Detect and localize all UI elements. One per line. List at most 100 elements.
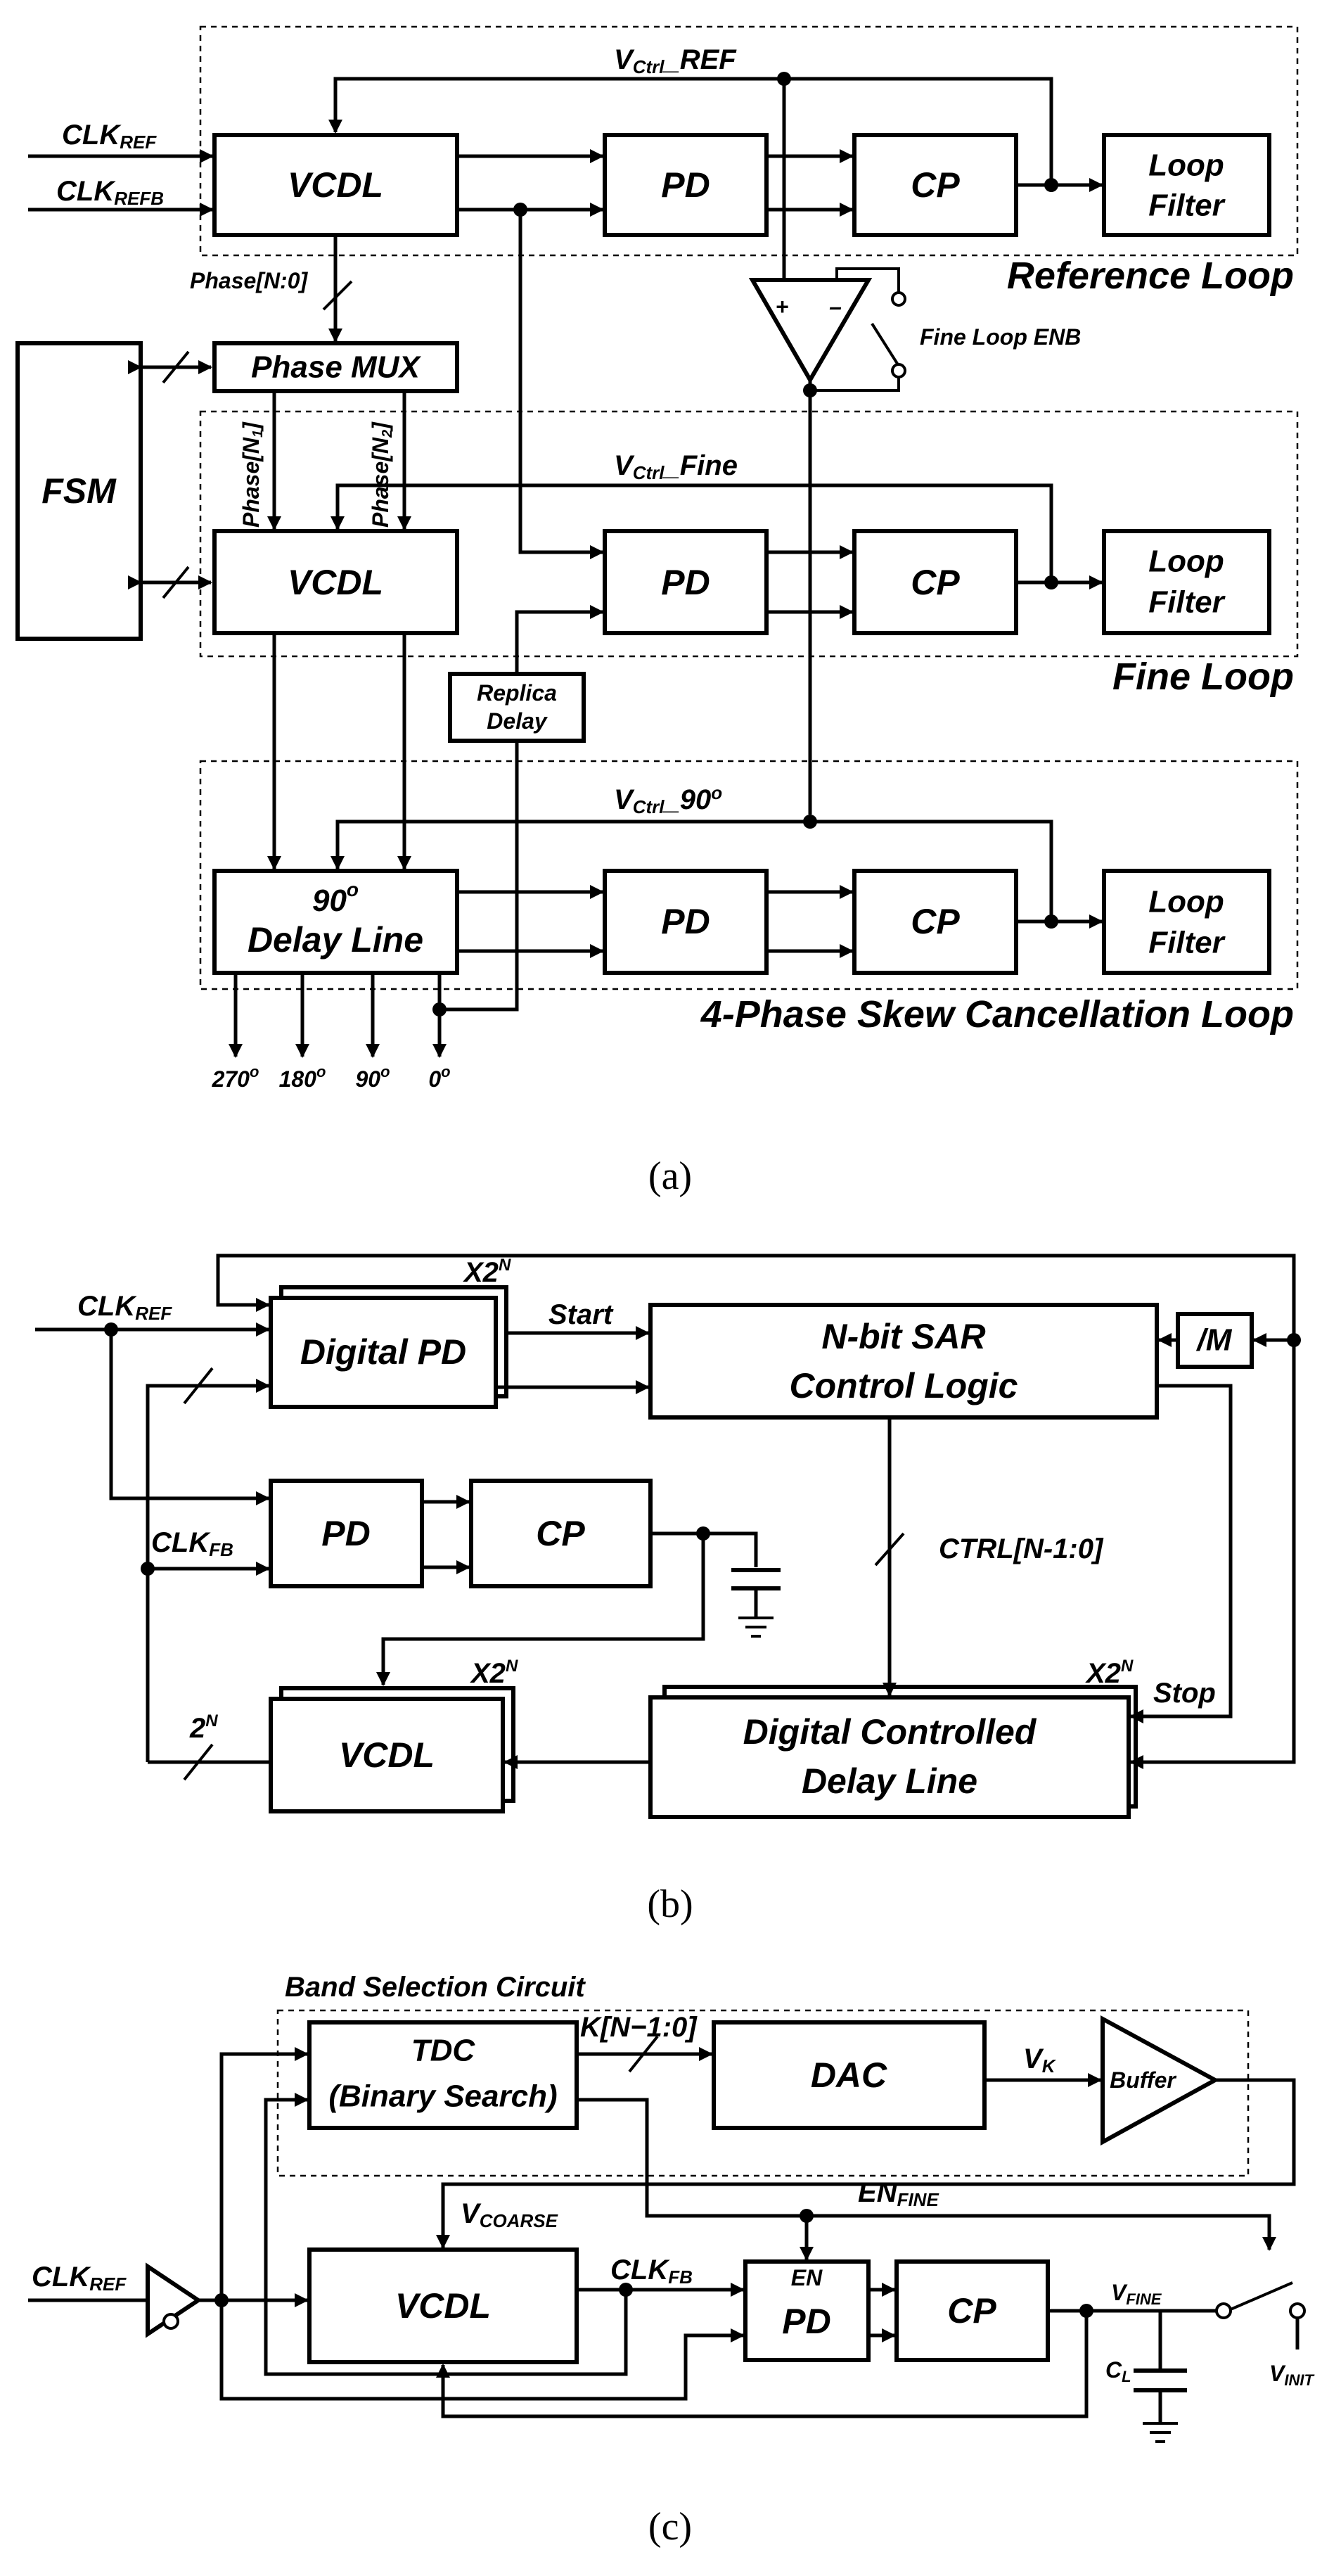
loop-filter-fine-block bbox=[1102, 529, 1271, 635]
pd-c-label: PD bbox=[782, 2302, 830, 2341]
bus-slash bbox=[628, 2035, 659, 2073]
tdc-label-1: TDC bbox=[411, 2034, 476, 2068]
vcdl-b-mult-label: X2N bbox=[470, 1657, 518, 1689]
ref-to-pd-fine-wire bbox=[518, 210, 604, 559]
delay-line-label-2: Delay Line bbox=[248, 920, 423, 959]
panel-a: VCDL PD CP Loop Filter CLKREF CLKREFB VC… bbox=[15, 25, 1299, 1198]
fine-loop-boundary bbox=[199, 410, 1299, 658]
dcdl-label-2: Delay Line bbox=[802, 1761, 977, 1801]
start-label: Start bbox=[548, 1299, 614, 1330]
reference-loop-boundary bbox=[199, 25, 1299, 257]
cp-c-block bbox=[894, 2259, 1050, 2362]
cp-skew-label: CP bbox=[911, 902, 960, 941]
cap-wire bbox=[703, 1531, 758, 1567]
loop-filter-ref-block bbox=[1102, 133, 1271, 237]
switch-terminal bbox=[891, 291, 906, 307]
fine-loop-title: Fine Loop bbox=[1112, 656, 1294, 698]
caption-b: (b) bbox=[647, 1882, 693, 1926]
stop-wire bbox=[1129, 1384, 1233, 1723]
cp-b-label: CP bbox=[536, 1514, 585, 1553]
divider-label: /M bbox=[1196, 1323, 1233, 1358]
clk-ref-c-label: CLKREF bbox=[32, 2262, 127, 2295]
cl-label: CL bbox=[1105, 2357, 1131, 2385]
fine-loop-enb-label: Fine Loop ENB bbox=[920, 324, 1081, 350]
output-270-label: 270o bbox=[212, 1063, 259, 1092]
pd-skew-label: PD bbox=[661, 902, 710, 941]
bus-slash bbox=[322, 280, 353, 311]
vctrl-fine-wire bbox=[331, 483, 1053, 582]
pd-fine-label: PD bbox=[661, 563, 710, 602]
clk-ref-b-label: CLKREF bbox=[77, 1291, 172, 1324]
stop-label: Stop bbox=[1153, 1678, 1216, 1709]
output-0-label: 0o bbox=[428, 1063, 450, 1092]
caption-c: (c) bbox=[648, 2505, 692, 2549]
clk-ref-to-pd-wire bbox=[109, 1330, 270, 1505]
clk-to-tdc-wire bbox=[219, 2047, 309, 2300]
amp-minus-wire bbox=[835, 267, 900, 299]
vcdl-ref-block bbox=[212, 133, 459, 237]
ctrl-bus-label: CTRL[N-1:0] bbox=[939, 1534, 1104, 1564]
tdc-label-2: (Binary Search) bbox=[328, 2079, 557, 2114]
amplifier-triangle bbox=[748, 278, 873, 384]
bus-slash bbox=[183, 1743, 214, 1781]
vk-label: VK bbox=[1023, 2043, 1057, 2077]
switch-terminal bbox=[1215, 2302, 1232, 2319]
bus-slash bbox=[183, 1367, 214, 1405]
pd-b-block bbox=[269, 1479, 424, 1588]
vcdl-b-block bbox=[269, 1697, 505, 1813]
vcdl-c-label: VCDL bbox=[395, 2286, 491, 2326]
vcdl-fine-block bbox=[212, 529, 459, 635]
replica-delay-label-2: Delay bbox=[487, 708, 548, 734]
vcdl-ref-label: VCDL bbox=[288, 165, 383, 205]
clk-refb-label: CLKREFB bbox=[56, 176, 164, 209]
digital-pd-label: Digital PD bbox=[300, 1332, 466, 1372]
dcdl-mult-label: X2N bbox=[1085, 1657, 1134, 1689]
loop-filter-fine-label-1: Loop bbox=[1148, 544, 1224, 579]
digital-pd-mult-label: X2N bbox=[463, 1256, 511, 1288]
bus-slash bbox=[162, 350, 190, 384]
fsm-label: FSM bbox=[41, 471, 117, 511]
amp-minus-label: – bbox=[829, 294, 842, 319]
v-fine-feedback-wire bbox=[436, 2311, 1089, 2418]
clk-fb-b-label: CLKFB bbox=[151, 1527, 233, 1560]
bus-slash bbox=[874, 1532, 905, 1567]
loop-filter-skew-label-2: Filter bbox=[1148, 926, 1226, 960]
en-fine-label: ENFINE bbox=[858, 2177, 939, 2210]
loop-filter-skew-label-1: Loop bbox=[1148, 885, 1224, 919]
delay-line-block bbox=[212, 869, 459, 975]
buffer-triangle bbox=[1101, 2015, 1220, 2146]
sar-label-1: N-bit SAR bbox=[821, 1317, 985, 1356]
switch-blade bbox=[871, 322, 900, 367]
clk-fb-bus-wire bbox=[146, 1379, 270, 1762]
inverter-bubble bbox=[162, 2313, 179, 2330]
phase-mux-label: Phase MUX bbox=[251, 350, 421, 385]
vcdl-b-label: VCDL bbox=[339, 1735, 435, 1775]
v-init-label: VINIT bbox=[1269, 2361, 1314, 2389]
pd-ref-label: PD bbox=[661, 165, 710, 205]
band-selection-boundary bbox=[276, 2009, 1250, 2177]
amp-plus-label: + bbox=[776, 294, 789, 319]
phase-bus-label: Phase[N:0] bbox=[190, 268, 309, 293]
dac-label: DAC bbox=[811, 2055, 887, 2095]
vctrl-fine-label: VCtrl_Fine bbox=[614, 450, 738, 483]
feedback-to-dcdl-wire bbox=[1129, 1340, 1296, 1769]
loop-filter-ref-label-2: Filter bbox=[1148, 189, 1226, 223]
replica-delay-label-1: Replica bbox=[477, 680, 557, 706]
digital-pd-block bbox=[269, 1296, 498, 1409]
cp-ref-block bbox=[852, 133, 1018, 237]
top-feedback-wire bbox=[216, 1254, 1296, 1340]
vcdl-c-block bbox=[307, 2247, 579, 2364]
sar-control-block bbox=[648, 1303, 1159, 1420]
delay-line-label-1: 90o bbox=[312, 879, 359, 918]
en-fine-to-switch-wire bbox=[807, 2214, 1276, 2251]
v-fine-label: VFINE bbox=[1111, 2280, 1162, 2308]
phase-n2-label: Phase[N2] bbox=[368, 421, 395, 528]
pd-ref-block bbox=[603, 133, 769, 237]
vcdl-fine-label: VCDL bbox=[288, 563, 383, 602]
junction-dot bbox=[803, 815, 817, 829]
sar-label-2: Control Logic bbox=[790, 1366, 1018, 1405]
loop-filter-skew-block bbox=[1102, 869, 1271, 975]
vctrl-ref-wire bbox=[328, 77, 1053, 185]
dac-block bbox=[712, 2020, 987, 2130]
cp-fine-label: CP bbox=[911, 563, 960, 602]
